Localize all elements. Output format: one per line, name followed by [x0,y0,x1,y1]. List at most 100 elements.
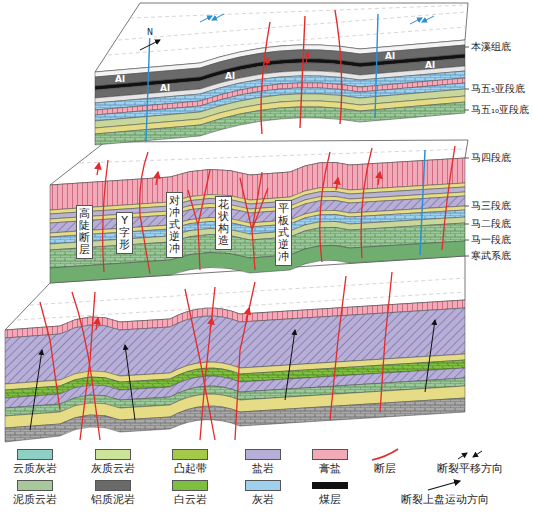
al-label: Al [160,83,170,94]
illustration-part [103,160,108,272]
stratum-label: 本溪组底 [471,41,511,53]
illustration-part [96,318,98,330]
al-label: Al [425,60,435,71]
bottom-faults [40,272,392,440]
illustration-part [266,58,268,70]
illustration-part [442,146,455,250]
structure-label: 高陡断层 [79,208,90,256]
north-arrow [140,40,160,50]
al-label: Al [115,74,125,85]
middle-faults [97,146,455,274]
illustration-part [320,152,330,262]
illustration-part [210,318,212,330]
legend-text: 煤层 [319,493,341,506]
illustration-part [240,172,268,270]
illustration-part [95,102,465,145]
al-label: Al [385,51,395,62]
blue-fault [420,150,425,255]
top-block [95,3,468,145]
structure-label-box: Y字形 [116,212,133,254]
legend-swatch [17,449,53,460]
stratum-label: 马二段底 [471,218,511,230]
label-leaders [465,47,469,256]
stratum-label: 马四段底 [471,152,511,164]
stratum-label: 马五₁₀亚段底 [471,104,529,116]
illustration-part [306,52,308,64]
illustration-part [335,10,342,124]
illustration-part [330,276,346,420]
stratum-label: 马三段底 [471,200,511,212]
legend-text: 铝质泥岩 [91,493,135,506]
illustration-part [410,18,422,24]
legend-swatch [172,449,208,460]
illustration-part [188,170,210,270]
legend-swatch [172,480,208,491]
legend-text: 白云岩 [174,493,207,506]
legend-swatch [95,480,131,491]
illustration-part [80,292,95,440]
illustration-part [246,308,249,320]
bottom-block [5,256,466,442]
legend-swatch [245,449,281,460]
illustration-part [50,241,465,283]
legend-text: 泥质云岩 [13,493,57,506]
illustration-part [336,178,338,190]
illustration-part [380,272,392,412]
illustration-part [375,14,378,118]
legend-text: 云质灰岩 [13,462,57,475]
illustration-part [378,172,380,185]
legend-swatch [312,449,348,460]
illustration-part [212,14,224,20]
legend-text: 断裂上盘运动方向 [401,493,489,506]
legend-swatch [17,480,53,491]
strike-slip-sample [458,453,467,459]
fault-sample [372,449,398,460]
strike-slip-sample [473,451,482,457]
legend-text: 灰质云岩 [91,462,135,475]
illustration-part [17,278,466,320]
illustration-part [30,350,42,430]
illustration-part [72,292,100,440]
illustration-part [80,149,466,163]
structure-label-box: 花状构造 [215,196,232,250]
legend-text: 断层 [374,462,396,475]
structure-label: Y字形 [119,215,130,251]
middle-block [50,140,468,283]
structure-label: 平板式逆冲 [278,203,289,263]
hanging-wall-sample [428,481,460,490]
north-label: N [146,28,154,38]
structure-label: 花状构造 [218,199,229,247]
illustration-part [125,345,135,420]
illustration-part [140,152,150,274]
hanging-wall-arrows [30,320,435,430]
illustration-part [422,16,434,22]
illustration-part [200,287,215,440]
legend-text: 凸起带 [174,462,207,475]
stratum-label: 马一段底 [471,234,511,246]
illustration-part [108,5,466,55]
structure-label-box: 高陡断层 [76,205,93,259]
coal-sample [312,482,348,489]
illustration-part [185,289,215,440]
stratum-label: 寒武系底 [471,250,511,262]
al-label: Al [225,71,235,82]
illustration-part [235,282,255,440]
illustration-part [300,16,305,128]
top-faults [146,10,434,142]
illustration-part [156,172,158,185]
structure-label-box: 平板式逆冲 [275,200,292,266]
illustration-part [361,148,372,258]
illustration-part [97,163,99,175]
legend-text: 断裂平移方向 [437,462,503,475]
legend-text: 盐岩 [252,462,274,475]
illustration-part [40,302,60,410]
illustration-part [261,22,270,134]
stratum-label: 马五₅亚段底 [471,83,525,95]
structure-label-box: 对冲式逆冲 [166,192,183,258]
illustration-part [285,330,295,400]
illustration-part [200,16,212,22]
legend-swatch [245,480,281,491]
legend-text: 膏盐 [319,462,341,475]
